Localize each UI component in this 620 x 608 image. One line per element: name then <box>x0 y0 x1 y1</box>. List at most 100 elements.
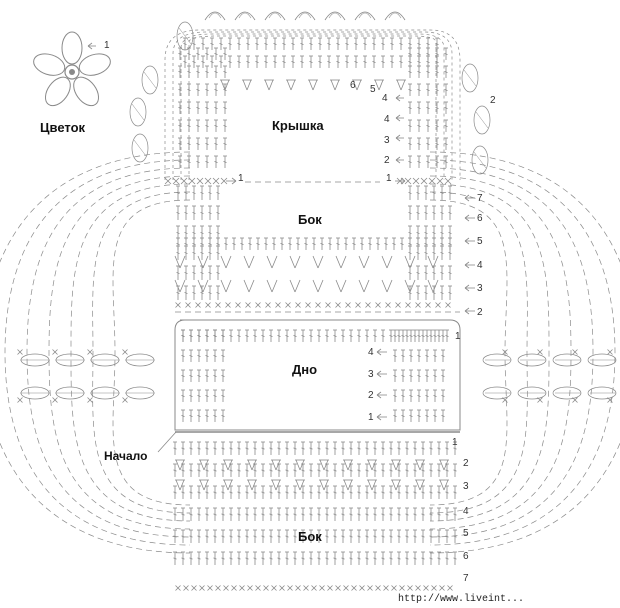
dc-stitch <box>237 335 241 337</box>
v-stitch <box>179 255 186 269</box>
dc-stitch <box>341 491 345 494</box>
dc-stitch <box>208 191 212 195</box>
dc-stitch <box>269 535 273 538</box>
dc-stitch <box>373 469 377 472</box>
dc-stitch <box>181 535 185 538</box>
dc-stitch <box>181 415 185 417</box>
dc-stitch <box>393 355 397 357</box>
dc-stitch <box>192 251 196 255</box>
dc-stitch <box>429 447 433 450</box>
dc-stitch <box>441 415 445 417</box>
sc-stitch <box>359 585 365 591</box>
outer-round-left <box>48 175 191 530</box>
shell-stitch <box>299 479 305 491</box>
dc-stitch <box>237 557 241 560</box>
dc-stitch <box>417 355 421 357</box>
sc-stitch <box>287 585 293 591</box>
dc-stitch <box>413 469 417 472</box>
dc-stitch <box>408 211 412 215</box>
round-arrow <box>231 177 237 182</box>
outer-round-right <box>429 167 594 538</box>
lid-round-number: 1 <box>386 173 392 184</box>
dc-stitch <box>433 395 437 397</box>
shell-stitch <box>179 459 185 471</box>
dc-stitch <box>372 61 376 63</box>
dc-stitch <box>192 43 196 45</box>
dc-stitch <box>444 161 448 163</box>
dc-stitch <box>192 211 196 215</box>
dc-stitch <box>408 191 412 195</box>
lid-round-number: 2 <box>384 155 390 166</box>
dc-stitch <box>409 355 413 357</box>
dc-stitch <box>200 251 204 255</box>
dc-stitch <box>426 53 430 55</box>
dc-stitch <box>365 535 369 538</box>
sc-stitch <box>383 585 389 591</box>
dc-stitch <box>448 211 452 215</box>
dc-stitch <box>223 143 227 145</box>
shell-stitch <box>290 79 296 91</box>
dc-stitch <box>365 469 369 472</box>
dc-stitch <box>408 89 412 91</box>
dc-stitch <box>309 469 313 472</box>
side-top-round-number: 5 <box>477 236 483 247</box>
dc-stitch <box>333 513 337 516</box>
dc-stitch <box>317 447 321 450</box>
lid-round-number: 5 <box>370 84 376 95</box>
round-arrow <box>400 180 406 185</box>
v-stitch <box>289 279 296 293</box>
sc-stitch <box>572 349 578 355</box>
sc-stitch <box>537 397 543 403</box>
sc-stitch <box>405 302 411 308</box>
v-stitch <box>197 255 204 269</box>
shell-stitch <box>330 79 336 91</box>
dc-stitch <box>437 557 441 560</box>
round-arrow <box>87 45 93 50</box>
dc-stitch <box>229 513 233 516</box>
outer-round-right <box>429 175 572 530</box>
dc-stitch <box>213 491 217 494</box>
dc-stitch <box>309 61 313 63</box>
dc-stitch <box>413 335 417 337</box>
round-arrow <box>395 94 401 99</box>
dc-stitch <box>261 557 265 560</box>
shell-stitch <box>223 479 229 491</box>
dc-stitch <box>181 447 185 450</box>
dc-stitch <box>435 143 439 145</box>
shell-stitch <box>395 459 401 471</box>
dc-stitch <box>178 143 182 145</box>
dc-stitch <box>425 415 429 417</box>
dc-stitch <box>440 251 444 255</box>
dc-stitch <box>357 469 361 472</box>
dc-stitch <box>373 557 377 560</box>
shell-stitch <box>343 479 349 491</box>
shell-stitch <box>400 79 406 91</box>
dc-stitch <box>197 395 201 397</box>
shell-stitch <box>286 79 292 91</box>
shell-stitch <box>251 479 257 491</box>
dc-stitch <box>336 43 340 45</box>
sc-stitch <box>335 585 341 591</box>
dc-stitch <box>219 43 223 45</box>
dc-stitch <box>269 447 273 450</box>
sc-stitch <box>215 302 221 308</box>
outer-round-left <box>70 183 191 522</box>
dc-stitch <box>205 107 209 109</box>
shell-stitch <box>175 459 181 471</box>
round-arrow <box>376 416 382 421</box>
corner-shell <box>461 63 479 93</box>
dc-stitch <box>345 43 349 45</box>
sc-stitch <box>385 302 391 308</box>
sc-stitch <box>122 349 128 355</box>
lid-round-number: 4 <box>382 93 388 104</box>
side-top-round-number: 1 <box>455 331 461 342</box>
dc-stitch <box>189 491 193 494</box>
dc-stitch <box>325 513 329 516</box>
dc-stitch <box>300 43 304 45</box>
outer-round-right <box>429 151 620 554</box>
dc-stitch <box>345 61 349 63</box>
dc-stitch <box>357 513 361 516</box>
dc-stitch <box>344 243 348 245</box>
shell-stitch <box>396 79 402 91</box>
dc-stitch <box>424 231 428 235</box>
